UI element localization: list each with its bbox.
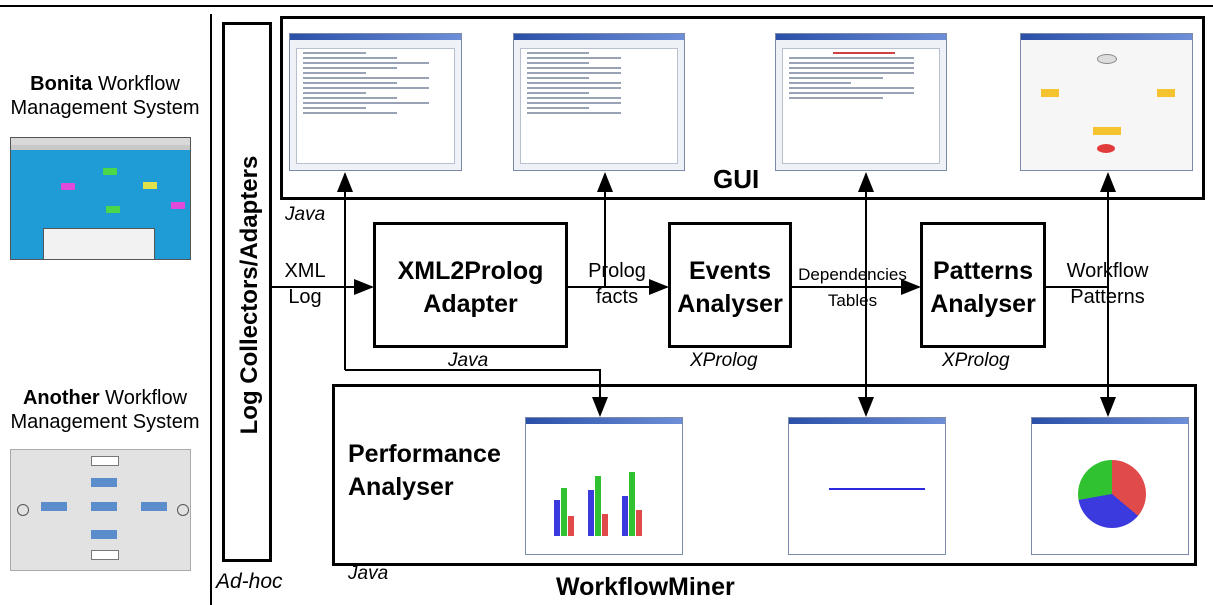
another-title: Another Workflow Management System xyxy=(10,387,200,433)
events-analyser-lang: XProlog xyxy=(690,350,758,371)
perf-thumb-pie-chart xyxy=(1031,417,1189,555)
gui-thumb-workflow-view xyxy=(1020,33,1193,171)
gui-label: GUI xyxy=(713,164,760,194)
arrow-log-to-perf xyxy=(345,369,608,417)
gui-thumb-prolog-view xyxy=(513,33,685,171)
gui-lang: Java xyxy=(285,204,326,225)
perf-thumb-bar-chart xyxy=(525,417,683,555)
xml2prolog-lang: Java xyxy=(448,350,489,371)
perf-thumb-line-chart xyxy=(788,417,946,555)
left-separator xyxy=(210,14,212,605)
log-collectors-box: Log Collectors/Adapters xyxy=(222,22,272,562)
bonita-title: Bonita Workflow Management System xyxy=(10,73,200,119)
log-collectors-lang: Ad-hoc xyxy=(216,570,283,593)
gui-thumb-xml-view xyxy=(289,33,462,171)
patterns-analyser-lang: XProlog xyxy=(942,350,1010,371)
top-rule xyxy=(0,5,1213,7)
workflowminer-label: WorkflowMiner xyxy=(556,573,735,601)
performance-lang: Java xyxy=(348,563,389,584)
bonita-screenshot xyxy=(10,137,191,260)
gui-thumb-matrix-view xyxy=(775,33,947,171)
another-screenshot xyxy=(10,449,191,571)
